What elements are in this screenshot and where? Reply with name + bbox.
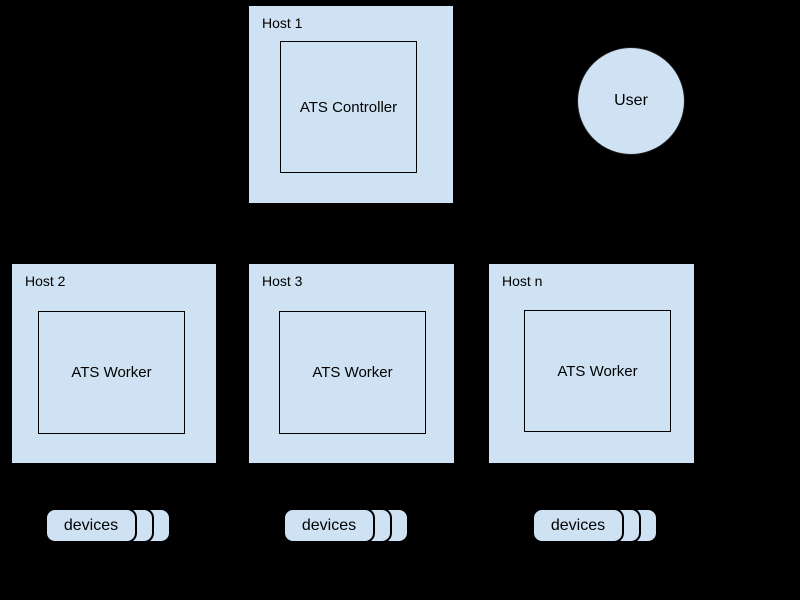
devices-label-1: devices [63, 516, 119, 534]
host-2-label: Host 2 [25, 273, 66, 289]
host-1-box: Host 1 ATS Controller [248, 5, 454, 204]
devices-stack-1-front: devices [45, 508, 137, 543]
host-3-label: Host 3 [262, 273, 303, 289]
ats-worker-label-1: ATS Worker [71, 364, 152, 381]
devices-stack-3-front: devices [532, 508, 624, 543]
ats-controller-label: ATS Controller [299, 98, 398, 116]
ats-worker-label-2: ATS Worker [312, 364, 393, 381]
devices-stack-1: devices [45, 508, 171, 543]
user-circle: User [577, 47, 685, 155]
host-3-box: Host 3 ATS Worker [248, 263, 455, 464]
devices-stack-2: devices [283, 508, 409, 543]
host-1-label: Host 1 [262, 15, 303, 31]
ats-worker-box-2: ATS Worker [279, 311, 426, 434]
devices-stack-2-front: devices [283, 508, 375, 543]
host-n-label: Host n [502, 273, 543, 289]
devices-stack-3: devices [532, 508, 658, 543]
user-label: User [614, 92, 648, 109]
ats-controller-box: ATS Controller [280, 41, 417, 173]
host-2-box: Host 2 ATS Worker [11, 263, 217, 464]
devices-label-2: devices [301, 516, 357, 534]
ats-worker-box-3: ATS Worker [524, 310, 671, 432]
devices-label-3: devices [550, 516, 606, 534]
host-n-box: Host n ATS Worker [488, 263, 695, 464]
ats-worker-label-3: ATS Worker [557, 362, 638, 380]
ats-worker-box-1: ATS Worker [38, 311, 185, 434]
